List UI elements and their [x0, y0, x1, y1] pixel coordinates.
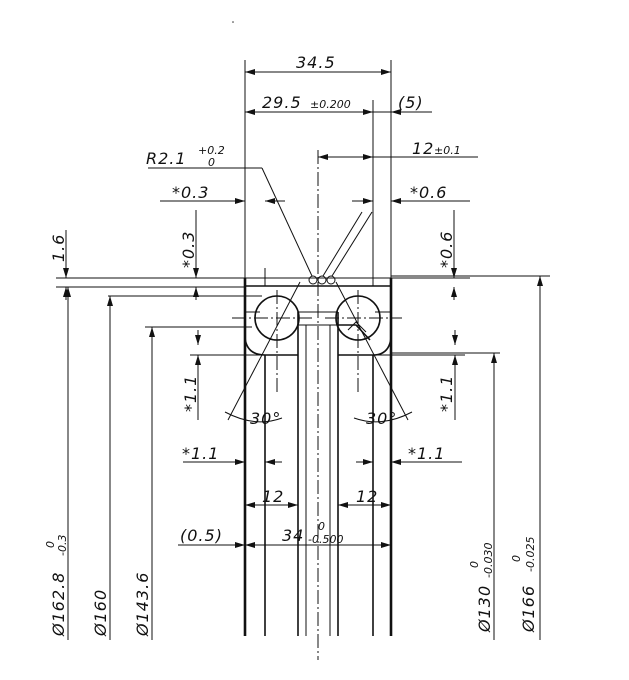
groove-detail — [308, 275, 336, 285]
bearing-outline — [243, 268, 393, 636]
chamfer-0-6-h-label: *0.6 — [410, 183, 447, 202]
dim-34-5-label: 34.5 — [296, 53, 336, 72]
dia-143-6: Ø143.6 — [133, 326, 252, 640]
dim-12-right: 12 — [338, 487, 391, 508]
dia-162-8-label: Ø162.8 — [49, 572, 68, 637]
dia-166-label: Ø166 — [519, 585, 538, 633]
dim-34: 34 0 -0.500 — [245, 520, 391, 548]
dim-12-top-label: 12 — [412, 139, 434, 158]
angle-right-label: 30° — [366, 409, 397, 428]
dim-12-top-tolerance: ±0.1 — [434, 144, 461, 157]
chamfer-0-6-vertical: *0.6 — [391, 210, 470, 300]
chamfer-1-1-left-vertical: *1.1 — [181, 330, 298, 420]
chamfer-0-3-horizontal: *0.3 — [160, 183, 285, 204]
dia-130-tol-lower: -0.030 — [482, 543, 495, 578]
dim-0-5: (0.5) — [178, 526, 245, 548]
chamfer-1-1-right-v-label: *1.1 — [437, 375, 456, 412]
dim-1-6: 1.6 — [49, 230, 245, 300]
dia-162-8: Ø162.8 0 -0.3 — [44, 287, 71, 640]
dim-34-5: 34.5 — [244, 53, 392, 278]
dim-34-label: 34 — [282, 526, 304, 545]
center-lines — [232, 150, 402, 660]
chamfer-0-6-v-label: *0.6 — [437, 231, 456, 268]
dim-0-5-label: (0.5) — [180, 526, 223, 545]
dim-12-left-label: 12 — [262, 487, 284, 506]
dia-130-label: Ø130 — [475, 585, 494, 633]
chamfer-0-3-v-label: *0.3 — [179, 231, 198, 268]
chamfer-1-1-left-v-label: *1.1 — [181, 375, 200, 412]
dia-166: Ø166 0 -0.025 — [391, 275, 550, 640]
dia-130: Ø130 0 -0.030 — [391, 352, 500, 640]
chamfer-1-1-right-horizontal: *1.1 — [356, 444, 462, 465]
dia-162-8-tol-lower: -0.3 — [56, 535, 69, 556]
dim-29-5: 29.5 ±0.200 (5) — [245, 93, 432, 268]
chamfer-1-1-right-h-label: *1.1 — [408, 444, 445, 463]
dia-130-tol-upper: 0 — [468, 561, 481, 568]
dim-12-top: 12 ±0.1 — [318, 139, 478, 160]
radius-callout: R2.1 +0.2 0 — [146, 144, 313, 277]
radius-tol-upper: +0.2 — [198, 144, 225, 157]
radius-label: R2.1 — [146, 149, 187, 168]
dia-166-tol-lower: -0.025 — [524, 537, 537, 572]
contact-angle-lines — [224, 281, 413, 423]
dia-143-6-label: Ø143.6 — [133, 572, 152, 637]
dim-5-label: (5) — [398, 93, 424, 112]
dim-29-5-label: 29.5 — [262, 93, 302, 112]
chamfer-1-1-left-horizontal: *1.1 — [182, 444, 282, 465]
dim-12-right-label: 12 — [356, 487, 378, 506]
chamfer-1-1-left-h-label: *1.1 — [182, 444, 219, 463]
dim-1-6-label: 1.6 — [49, 234, 68, 262]
dia-160: Ø160 — [91, 295, 262, 640]
dim-34-tol-lower: -0.500 — [308, 533, 343, 546]
speck — [232, 21, 234, 23]
dim-29-5-tolerance: ±0.200 — [310, 98, 351, 111]
chamfer-0-3-h-label: *0.3 — [172, 183, 209, 202]
dim-34-tol-upper: 0 — [318, 520, 325, 533]
chamfer-0-3-vertical: *0.3 — [179, 210, 199, 300]
dia-162-8-tol-upper: 0 — [44, 541, 57, 548]
dia-166-tol-upper: 0 — [510, 555, 523, 562]
angle-left-label: 30° — [250, 409, 281, 428]
chamfer-0-6-horizontal: *0.6 — [322, 183, 470, 277]
radius-tol-lower: 0 — [208, 156, 215, 169]
dim-12-left: 12 — [245, 487, 298, 508]
chamfer-1-1-right-vertical: *1.1 — [338, 330, 465, 420]
dia-160-label: Ø160 — [91, 589, 110, 637]
